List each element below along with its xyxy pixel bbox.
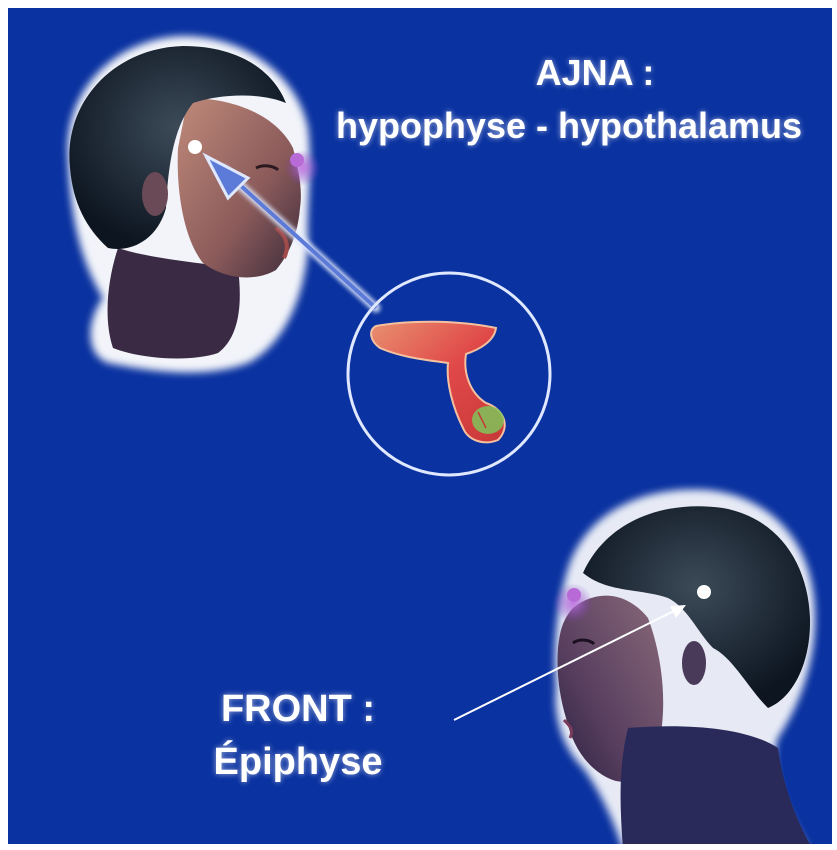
pituitary-gland-icon [348, 273, 550, 475]
third-eye-glow [285, 150, 321, 186]
front-subheading: Épiphyse [188, 743, 408, 781]
ajna-heading: AJNA : [470, 55, 720, 91]
ajna-point [290, 153, 304, 167]
front-heading: FRONT : [188, 690, 408, 728]
head-profile-left-icon [555, 490, 815, 844]
epiphysis-marker [697, 585, 711, 599]
ajna-subheading: hypophyse - hypothalamus [294, 108, 832, 144]
hypophysis-marker [188, 140, 202, 154]
diagram-canvas: AJNA : hypophyse - hypothalamus FRONT : … [8, 8, 832, 844]
head-profile-right-icon [68, 36, 310, 372]
front-point [567, 588, 581, 602]
